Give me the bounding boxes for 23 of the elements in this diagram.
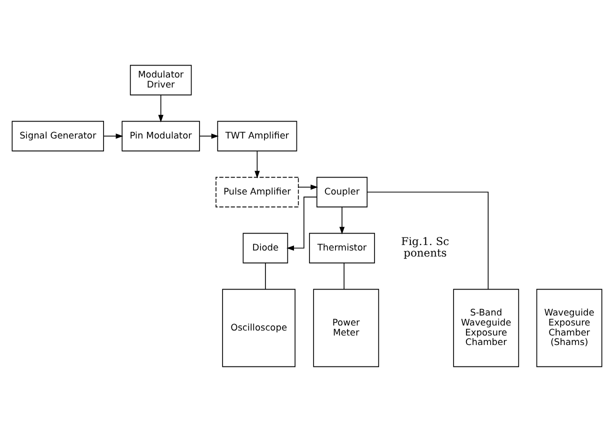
label: ponents: [404, 246, 447, 260]
arrow: [199, 134, 219, 139]
node-box: Signal Generator: [12, 120, 104, 152]
node-box: Pin Modulator: [122, 120, 200, 152]
arrow: [286, 196, 318, 251]
node-box: Coupler: [316, 176, 368, 208]
node-box: Pulse Amplifier: [216, 176, 299, 208]
arrow: [254, 150, 260, 178]
node-box: TWT Amplifier: [217, 120, 298, 152]
node-box: Waveguide Exposure Chamber (Shams): [536, 288, 602, 368]
node-box: S-Band Waveguide Exposure Chamber: [453, 288, 520, 368]
connector: [366, 192, 489, 290]
arrow: [103, 134, 124, 139]
arrow: [158, 94, 164, 122]
label: Fig.1. Sc: [401, 235, 450, 248]
node-box: Oscilloscope: [222, 288, 296, 368]
node-box: Power Meter: [313, 288, 380, 368]
node-box: Diode: [242, 232, 288, 264]
arrow: [339, 206, 345, 234]
arrow: [298, 184, 318, 190]
connector: [265, 262, 266, 290]
node-box: Modulator Driver: [130, 64, 192, 96]
node-box: Thermistor: [309, 232, 375, 264]
